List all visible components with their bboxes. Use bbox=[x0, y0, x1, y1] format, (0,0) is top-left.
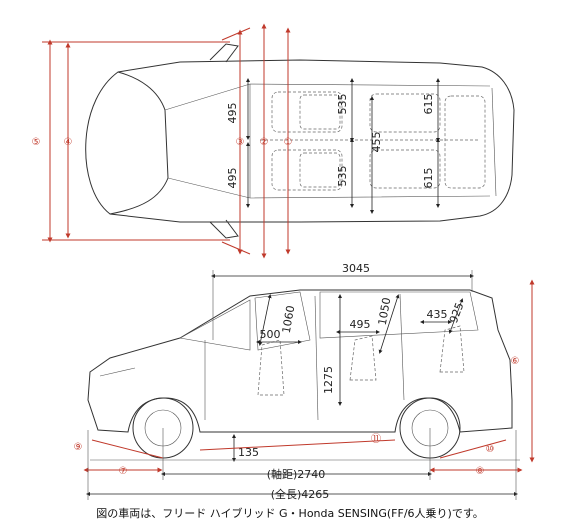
dim-front-seat: 500 bbox=[260, 328, 281, 341]
dim-row3-upper: 615 bbox=[422, 94, 435, 115]
dim-row2-headroom: 1050 bbox=[376, 296, 394, 326]
dim-interior-height: 1275 bbox=[322, 366, 335, 394]
marker-1: ① bbox=[284, 137, 293, 148]
marker-5: ⑤ bbox=[32, 137, 41, 148]
dim-row2-seat: 495 bbox=[350, 318, 371, 331]
side-car-body bbox=[87, 289, 513, 433]
marker-11: ⑪ bbox=[371, 433, 381, 445]
top-car-body bbox=[85, 59, 515, 223]
marker-7: ⑦ bbox=[119, 466, 128, 477]
dim-row2-upper: 535 bbox=[336, 94, 349, 115]
side-view: 3045 1060 500 1050 495 435 925 1275 135 … bbox=[74, 262, 535, 501]
dim-seat-width-upper: 495 bbox=[226, 103, 239, 124]
marker-3: ③ bbox=[236, 137, 245, 148]
dim-cabin-length: 3045 bbox=[342, 262, 370, 275]
dim-row3-lower: 615 bbox=[422, 168, 435, 189]
marker-2: ② bbox=[260, 137, 269, 148]
marker-4: ④ bbox=[64, 137, 73, 148]
dim-row2-gap: 455 bbox=[370, 132, 383, 153]
dim-seat-width-lower: 495 bbox=[226, 168, 239, 189]
figure-caption: 図の車両は、フリード ハイブリッド G・Honda SENSING(FF/6人乗… bbox=[96, 507, 484, 520]
dim-row3-seat: 435 bbox=[427, 308, 448, 321]
dim-ground-clearance: 135 bbox=[238, 446, 259, 459]
marker-10: ⑩ bbox=[486, 444, 495, 455]
dim-overall-length: (全長)4265 bbox=[271, 487, 330, 501]
dim-row2-lower: 535 bbox=[336, 166, 349, 187]
dim-row3-headroom: 925 bbox=[447, 301, 466, 325]
dim-wheelbase: (軸距)2740 bbox=[267, 467, 326, 481]
marker-8: ⑧ bbox=[476, 466, 485, 477]
dim-front-headroom: 1060 bbox=[280, 304, 298, 334]
top-view: 495 495 535 535 455 615 615 ⑤ ④ ③ ② ① bbox=[32, 23, 515, 259]
marker-9: ⑨ bbox=[74, 442, 83, 453]
marker-6: ⑥ bbox=[511, 356, 520, 367]
